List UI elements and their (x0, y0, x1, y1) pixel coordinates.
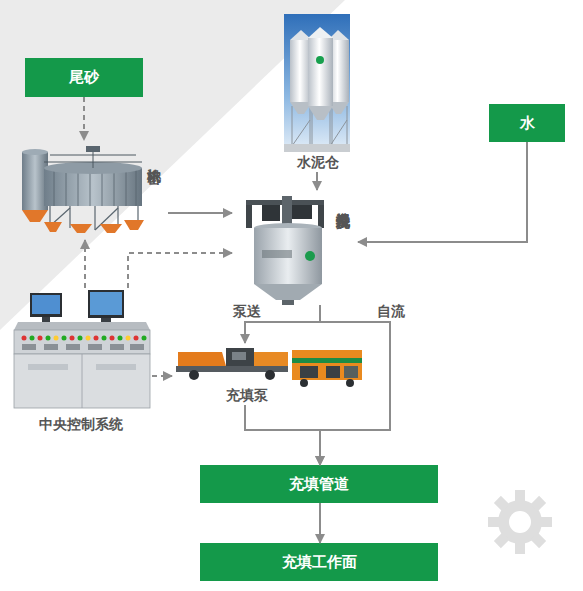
control-line (83, 97, 85, 140)
mixer-unit: 搅拌混合系统 (232, 190, 358, 305)
edge-label: 泵送 (233, 303, 261, 321)
control-console-photo (14, 290, 150, 408)
node-label: 水泥仓 (280, 154, 356, 170)
gear-icon (488, 490, 552, 554)
flow-arrow (320, 305, 390, 465)
node-label: 中央控制系统 (10, 416, 152, 432)
source-box: 尾砂 (25, 58, 143, 97)
node-label: 尾砂 (69, 68, 99, 87)
node-label: 水 (520, 114, 535, 133)
cement-silo-photo (284, 14, 350, 152)
control-line (84, 240, 86, 288)
flow-arrow (316, 172, 318, 190)
flow-arrow (319, 503, 321, 543)
node-label: 充填泵 (212, 387, 282, 403)
pump-unit: 充填泵 (172, 343, 368, 405)
flow-arrow (245, 405, 320, 465)
control-unit: 中央控制系统 (10, 288, 152, 438)
control-line (128, 253, 232, 288)
process-box: 充填工作面 (200, 543, 438, 581)
source-box: 水 (489, 104, 565, 142)
node-label: 充填工作面 (282, 553, 357, 572)
filling-pump-photo (176, 348, 362, 387)
flow-arrow (358, 142, 527, 242)
process-box: 充填管道 (200, 465, 438, 503)
node-label: 充填管道 (289, 475, 349, 494)
mixer-photo (246, 196, 324, 305)
edge-label: 自流 (377, 303, 405, 321)
flow-arrow (168, 212, 232, 214)
thickener-unit: 浓密机 (18, 140, 168, 240)
silo-unit: 水泥仓 (280, 12, 356, 172)
thickener-photo (22, 146, 144, 233)
background-band (0, 0, 345, 330)
control-line (152, 375, 172, 377)
